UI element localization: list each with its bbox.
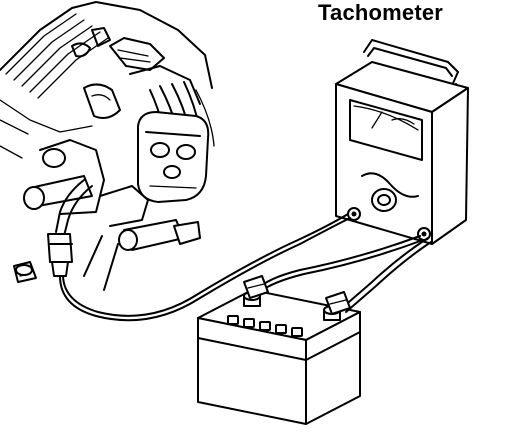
connector-cap: [13, 261, 37, 283]
engine: [0, 1, 215, 291]
tachometer-label: Tachometer: [318, 0, 444, 25]
battery: [197, 289, 361, 425]
test-leads: [59, 213, 432, 322]
tachometer: [335, 39, 469, 245]
check-connector: [47, 179, 93, 277]
